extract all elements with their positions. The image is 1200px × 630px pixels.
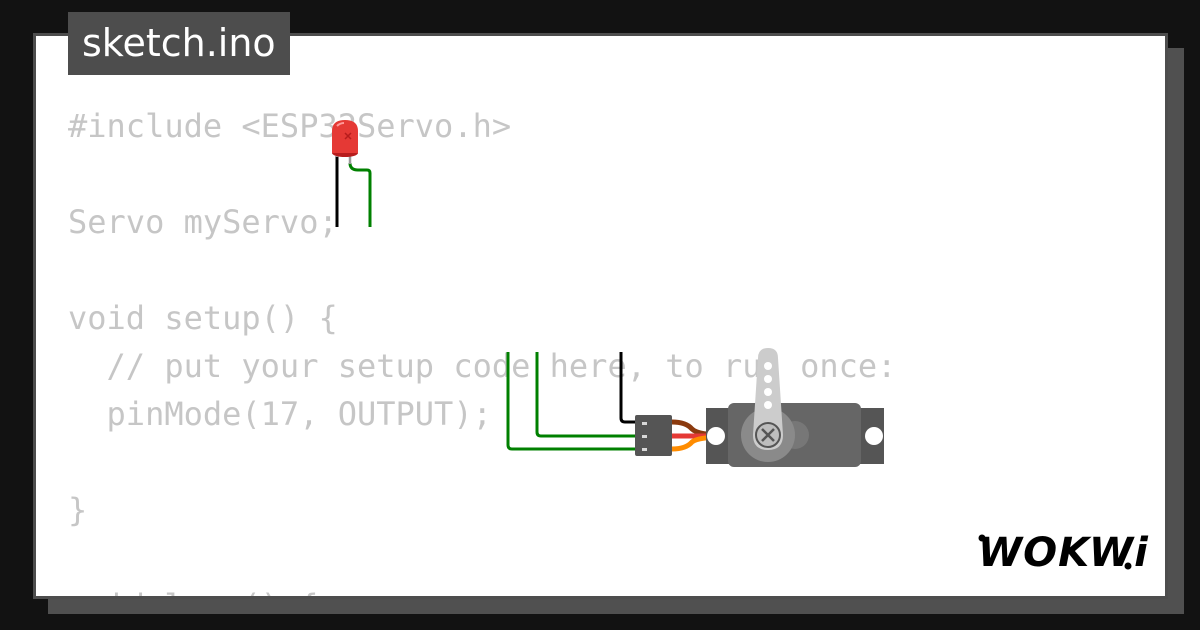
led-highlight <box>336 122 345 127</box>
servo-signal-wire <box>506 352 636 451</box>
sketch-card: #include <ESP32Servo.h> Servo myServo; voi… <box>33 33 1168 599</box>
red-led[interactable] <box>332 120 372 227</box>
code-line-11: void loop() { <box>68 582 896 596</box>
code-line-5: void setup() { <box>68 299 338 337</box>
servo-connector <box>635 415 672 456</box>
connector-pin <box>642 422 647 425</box>
screw-cross <box>761 428 775 442</box>
led-anode-wire <box>348 162 372 227</box>
code-line-9: } <box>68 491 88 529</box>
circuit-diagram <box>332 120 884 467</box>
servo-ground-wire <box>619 352 636 424</box>
horn-hole <box>764 401 772 409</box>
servo-power-wire <box>535 352 636 438</box>
connector-pin <box>642 448 647 451</box>
code-line-1: #include <ESP32Servo.h> <box>68 107 512 145</box>
wokwi-logo: WOKWi <box>978 530 1149 576</box>
connector-pin <box>642 435 647 438</box>
led-die <box>344 132 352 140</box>
servo-motor[interactable] <box>635 348 884 467</box>
mount-hole-left <box>707 427 725 445</box>
horn-hole <box>764 388 772 396</box>
horn-hole <box>764 375 772 383</box>
file-tab[interactable]: sketch.ino <box>68 12 290 75</box>
horn-hole <box>764 362 772 370</box>
led-dome <box>332 120 358 153</box>
code-line-6: // put your setup code here, to run once… <box>68 347 897 385</box>
logo-dot <box>1124 562 1132 570</box>
wokwi-logo-text: WOKWi <box>978 530 1149 576</box>
code-line-3: Servo myServo; <box>68 203 338 241</box>
code-preview: #include <ESP32Servo.h> Servo myServo; voi… <box>68 102 897 596</box>
code-line-7: pinMode(17, OUTPUT); <box>68 395 492 433</box>
logo-dot <box>978 534 986 542</box>
mount-hole-right <box>865 427 883 445</box>
